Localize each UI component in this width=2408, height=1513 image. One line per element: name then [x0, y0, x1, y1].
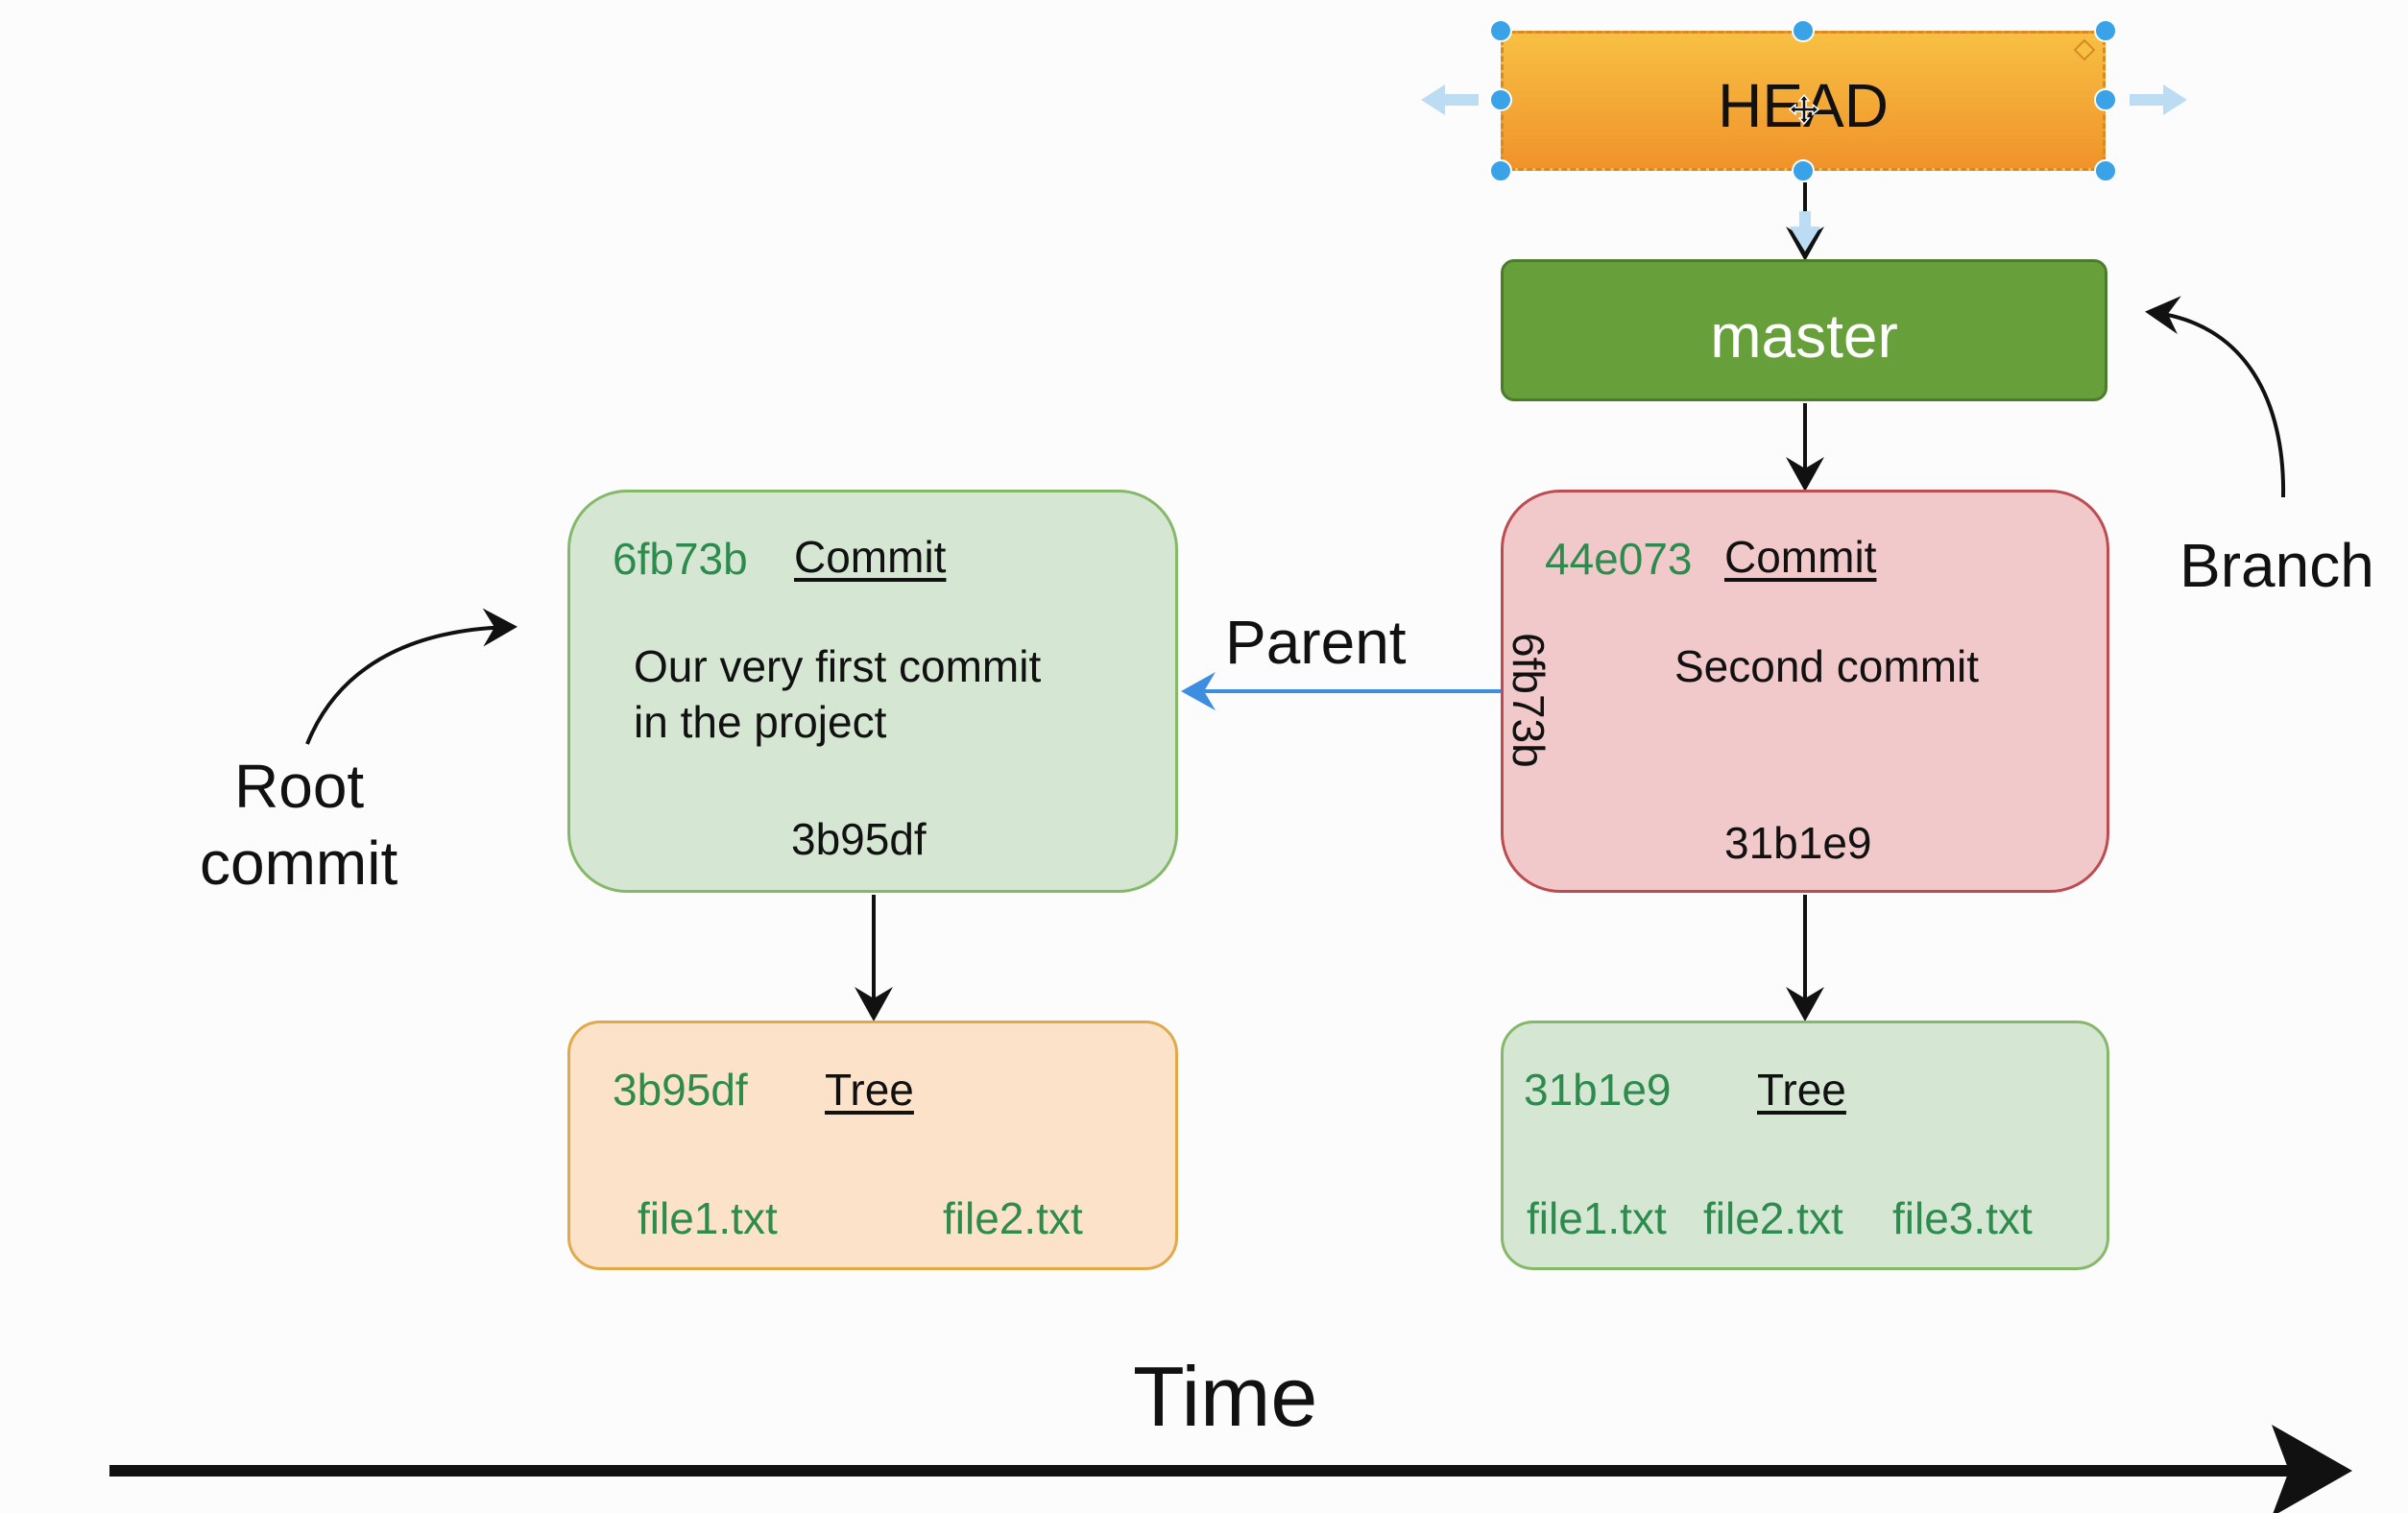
tree2-type: Tree [1757, 1065, 1846, 1115]
tree1-type: Tree [825, 1065, 914, 1115]
move-cursor-icon [1788, 93, 1820, 126]
drag-guide-left-icon[interactable] [1421, 84, 1479, 115]
resize-handle-se[interactable] [2094, 159, 2117, 182]
commit1-message-line2: in the project [634, 697, 887, 747]
master-box[interactable]: master [1501, 259, 2107, 401]
root-commit-label-line1: Root [234, 752, 365, 821]
root-commit-curved-arrow [305, 608, 518, 745]
commit2-message: Second commit [1674, 641, 1980, 691]
commit1-tree-ref: 3b95df [791, 814, 927, 864]
head-box[interactable]: HEAD [1501, 31, 2106, 171]
tree2-hash: 31b1e9 [1524, 1065, 1672, 1115]
resize-handle-sw[interactable] [1489, 159, 1512, 182]
tree1-box[interactable]: 3b95df Tree file1.txt file2.txt [567, 1021, 1178, 1270]
resize-handle-nw[interactable] [1489, 19, 1512, 42]
resize-handle-s[interactable] [1792, 159, 1815, 182]
tree1-hash: 3b95df [613, 1065, 748, 1115]
master-label: master [1710, 301, 1898, 371]
drag-guide-right-icon[interactable] [2130, 84, 2187, 115]
branch-curved-arrow [2145, 296, 2286, 498]
commit2-hash: 44e073 [1545, 534, 1693, 584]
commit1-hash: 6fb73b [613, 534, 748, 584]
commit1-message-line1: Our very first commit [634, 641, 1042, 691]
tree2-file-2: file2.txt [1703, 1193, 1843, 1243]
tree2-file-1: file1.txt [1527, 1193, 1667, 1243]
tree2-box[interactable]: 31b1e9 Tree file1.txt file2.txt file3.tx… [1501, 1021, 2109, 1270]
commit1-type: Commit [794, 532, 947, 582]
tree1-file-1: file1.txt [638, 1193, 778, 1243]
commit2-tree-ref: 31b1e9 [1724, 818, 1872, 868]
tree2-file-3: file3.txt [1892, 1193, 2033, 1243]
resize-handle-e[interactable] [2094, 88, 2117, 111]
resize-handle-n[interactable] [1792, 19, 1815, 42]
drag-guide-down-icon[interactable] [1790, 211, 1820, 252]
commit2-parent-ref: 6fb73b [1504, 633, 1553, 768]
resize-handle-ne[interactable] [2094, 19, 2117, 42]
root-commit-label-line2: commit [200, 829, 398, 898]
commit2-type: Commit [1724, 532, 1877, 582]
resize-handle-w[interactable] [1489, 88, 1512, 111]
branch-label: Branch [2179, 531, 2374, 600]
tree1-file-2: file2.txt [943, 1193, 1083, 1243]
commit1-box[interactable]: 6fb73b Commit Our very first commit in t… [567, 490, 1178, 893]
commit2-box[interactable]: 44e073 Commit 6fb73b Second commit 31b1e… [1501, 490, 2109, 893]
time-label: Time [1133, 1349, 1318, 1444]
parent-label: Parent [1225, 608, 1407, 677]
diamond-handle-icon[interactable] [2073, 38, 2096, 61]
